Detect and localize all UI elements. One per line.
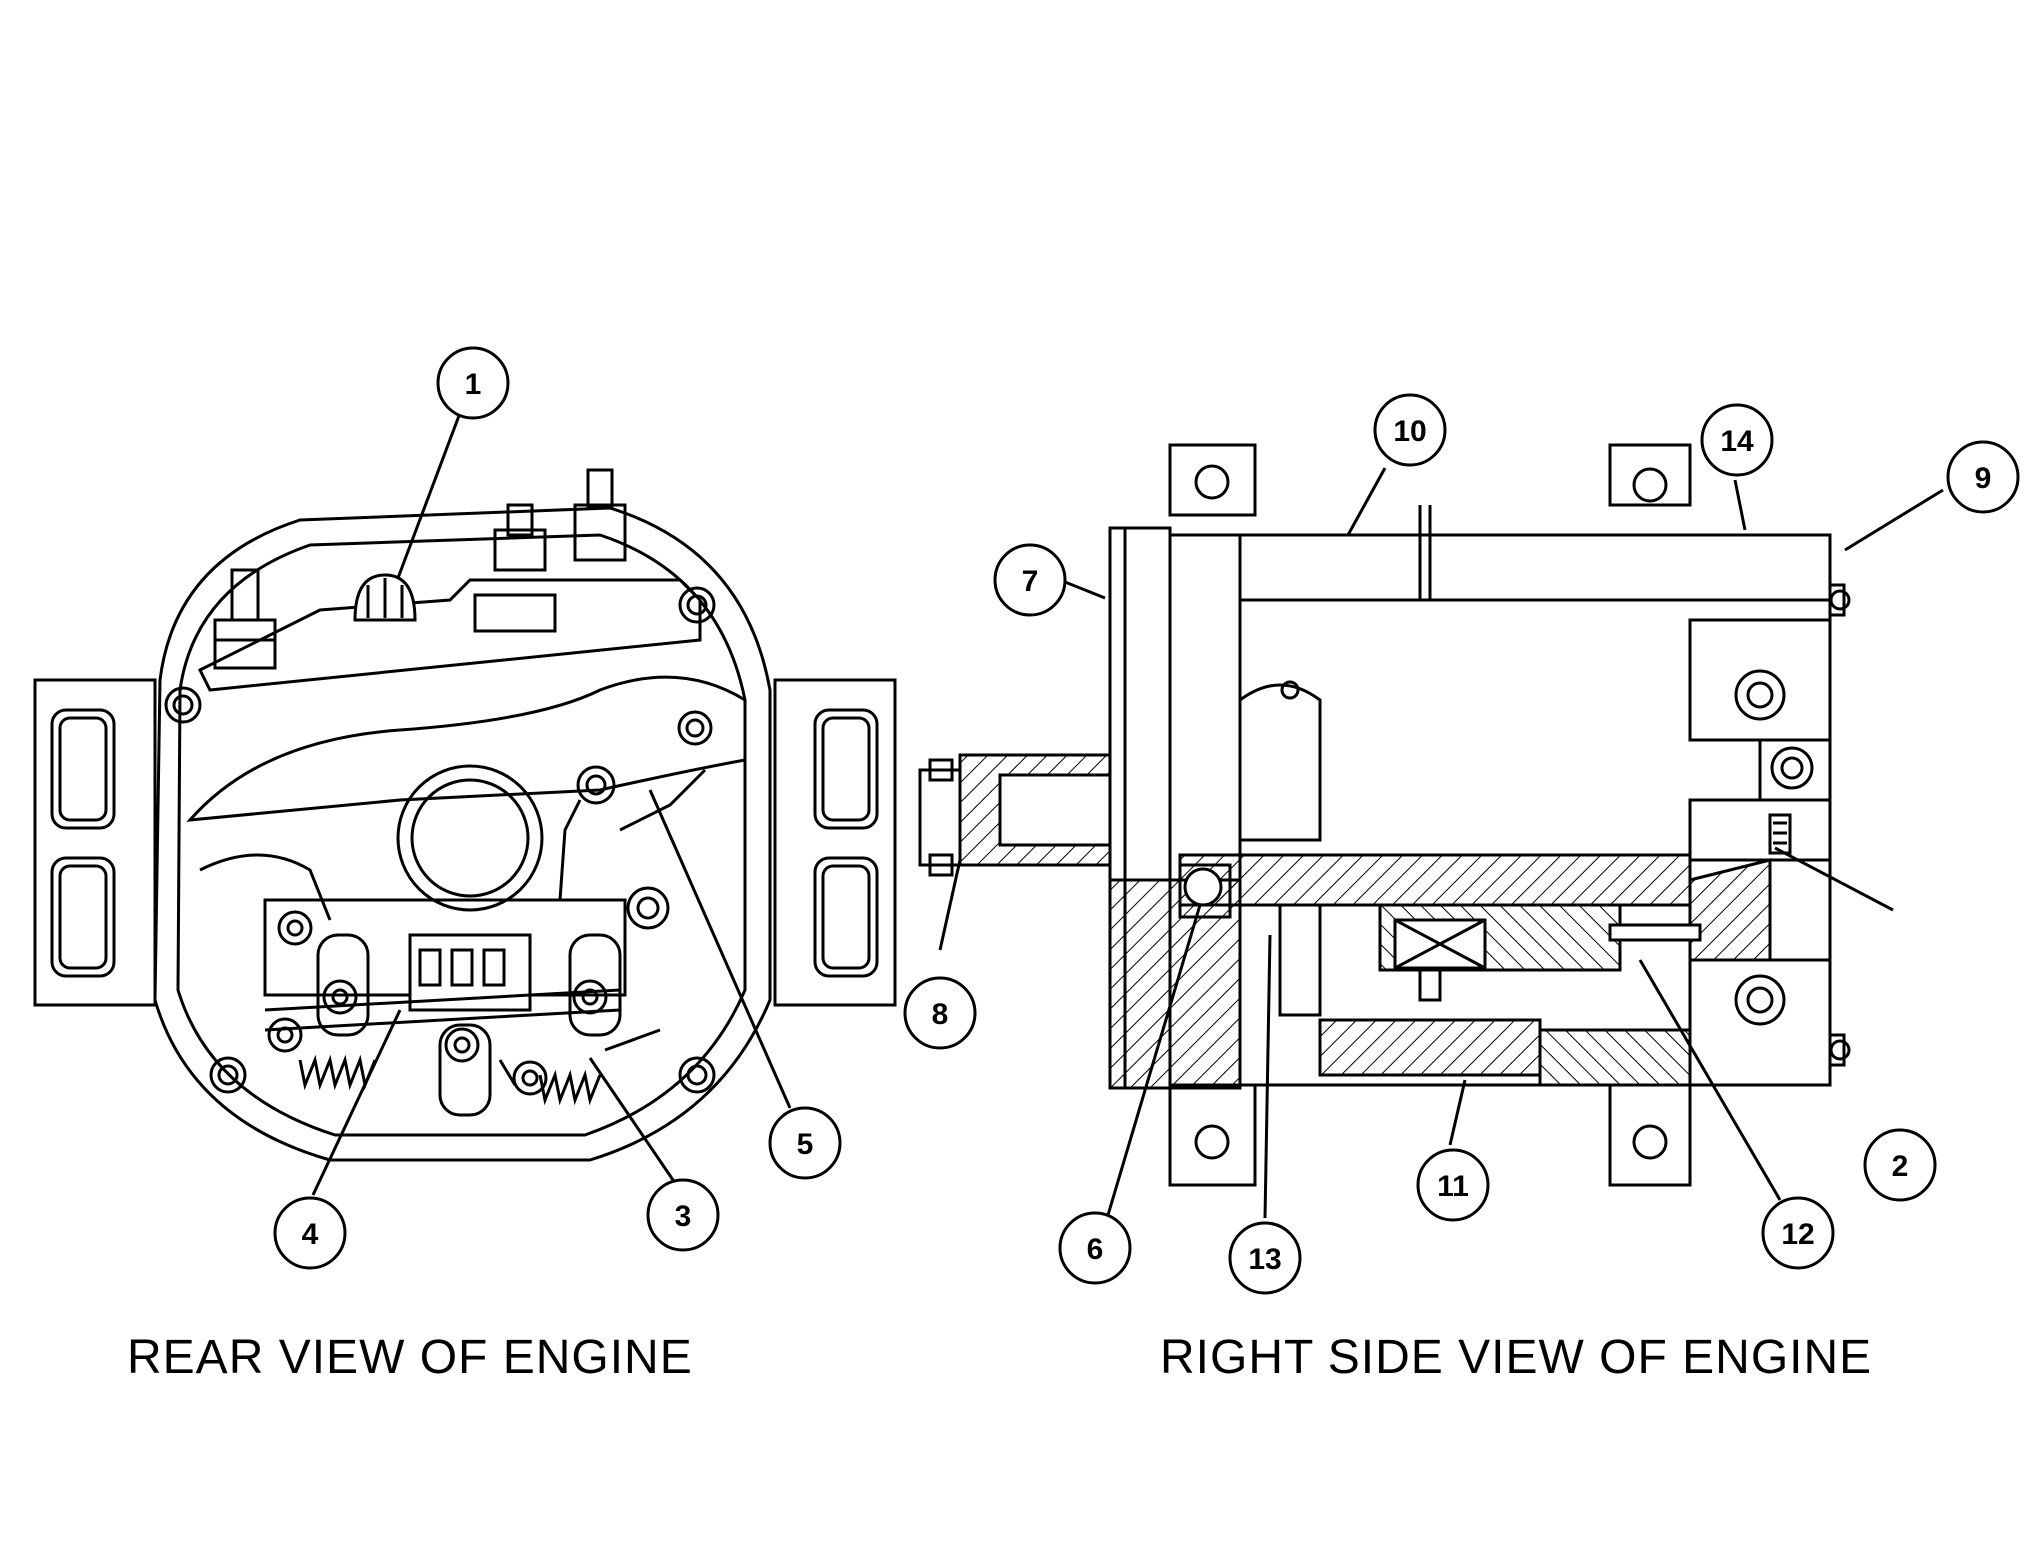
side-view-drawing: [918, 443, 1851, 1187]
callout-4: 4: [273, 1196, 347, 1270]
callout-circle: [1761, 1196, 1835, 1270]
callout-circle: [1228, 1221, 1302, 1295]
callout-label: 14: [1720, 425, 1754, 458]
callout-label: 10: [1393, 415, 1426, 448]
callout-1: 1: [436, 346, 510, 420]
rear-view-drawing: [33, 468, 897, 1162]
callout-label: 4: [302, 1218, 319, 1251]
callout-11: 11: [1416, 1148, 1490, 1222]
callout-circle: [1416, 1148, 1490, 1222]
callout-label: 3: [675, 1200, 692, 1233]
callout-7: 7: [993, 543, 1067, 617]
callout-label: 12: [1781, 1218, 1814, 1251]
callout-circle: [768, 1106, 842, 1180]
callout-12: 12: [1761, 1196, 1835, 1270]
callout-label: 5: [797, 1128, 814, 1161]
callout-label: 6: [1087, 1233, 1104, 1266]
callout-9: 9: [1946, 440, 2020, 514]
callout-14: 14: [1700, 403, 1774, 477]
callout-circle: [1058, 1211, 1132, 1285]
callout-label: 7: [1022, 565, 1039, 598]
callout-6: 6: [1058, 1211, 1132, 1285]
callout-8: 8: [903, 976, 977, 1050]
callout-label: 11: [1437, 1170, 1469, 1203]
callout-circle: [1946, 440, 2020, 514]
callout-13: 13: [1228, 1221, 1302, 1295]
callout-3: 3: [646, 1178, 720, 1252]
callout-label: 9: [1975, 462, 1992, 495]
callout-circle: [903, 976, 977, 1050]
callout-circle: [436, 346, 510, 420]
side-view-title: RIGHT SIDE VIEW OF ENGINE: [1160, 1331, 1873, 1384]
rear-view-title: REAR VIEW OF ENGINE: [127, 1331, 693, 1384]
callout-circle: [1863, 1128, 1937, 1202]
callout-label: 1: [465, 368, 482, 401]
callout-label: 2: [1892, 1150, 1909, 1183]
callout-circle: [646, 1178, 720, 1252]
callout-10: 10: [1373, 393, 1447, 467]
callout-label: 13: [1248, 1243, 1281, 1276]
callout-5: 5: [768, 1106, 842, 1180]
callout-circle: [1373, 393, 1447, 467]
callout-2: 2: [1863, 1128, 1937, 1202]
callout-circle: [1700, 403, 1774, 477]
callout-label: 8: [932, 998, 949, 1031]
leader-lines: [311, 412, 1944, 1219]
callout-circle: [273, 1196, 347, 1270]
callout-circle: [993, 543, 1067, 617]
